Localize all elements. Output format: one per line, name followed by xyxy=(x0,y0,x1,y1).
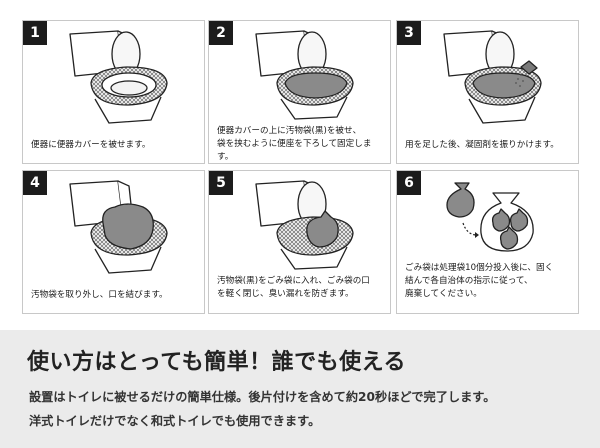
step-panel-1: 1 便器に便器カバーを被せます。 xyxy=(22,20,205,164)
footer-line-2: 洋式トイレだけでなく和式トイレでも使用できます。 xyxy=(29,414,321,428)
step-number-1: 1 xyxy=(23,21,47,45)
step-caption-3: 用を足した後、凝固剤を振りかけます。 xyxy=(405,140,559,150)
footer-line-1: 設置はトイレに被せるだけの簡単仕様。後片付けを含めて約20秒ほどで完了します。 xyxy=(29,390,496,404)
garbage-bags-illustration xyxy=(446,182,534,252)
bag-into-garbage-illustration xyxy=(255,180,354,270)
step-panel-2: 2 便器カバーの上に汚物袋(黒)を被せ、 袋を挟むように便座を下ろして固定します… xyxy=(208,20,391,164)
step-number-2: 2 xyxy=(209,21,233,45)
step-number-5: 5 xyxy=(209,171,233,195)
step-panel-4: 4 汚物袋を取り外し、口を結びます。 xyxy=(22,170,205,314)
step-number-3: 3 xyxy=(397,21,421,45)
footer-headline: 使い方はとっても簡単！誰でも使える xyxy=(27,350,406,375)
footer-section: 使い方はとっても簡単！誰でも使える 設置はトイレに被せるだけの簡単仕様。後片付け… xyxy=(0,330,600,448)
step-panel-6: 6 ごみ袋は処理袋10個分投入後に、固く 結んで各自治体の指示に従って、 廃棄し… xyxy=(396,170,579,314)
toilet-with-cover-illustration xyxy=(69,30,168,124)
step-caption-6: ごみ袋は処理袋10個分投入後に、固く 結んで各自治体の指示に従って、 廃棄してく… xyxy=(405,263,554,299)
step-panel-3: 3 用を足した後、凝固剤を振りかけます。 xyxy=(396,20,579,164)
step-number-4: 4 xyxy=(23,171,47,195)
step-panel-5: 5 汚物袋(黒)をごみ袋に入れ、ごみ袋の口 を軽く閉じ、臭い漏れを防ぎます。 xyxy=(208,170,391,314)
toilet-with-black-bag-illustration xyxy=(255,30,354,120)
step-caption-2: 便器カバーの上に汚物袋(黒)を被せ、 袋を挟むように便座を下ろして固定します。 xyxy=(217,126,372,162)
step-number-6: 6 xyxy=(397,171,421,195)
step-caption-1: 便器に便器カバーを被せます。 xyxy=(31,140,151,150)
remove-bag-illustration xyxy=(69,180,168,274)
toilet-with-coagulant-illustration xyxy=(443,30,542,124)
step-caption-4: 汚物袋を取り外し、口を結びます。 xyxy=(31,290,168,300)
step-caption-5: 汚物袋(黒)をごみ袋に入れ、ごみ袋の口 を軽く閉じ、臭い漏れを防ぎます。 xyxy=(217,276,370,299)
